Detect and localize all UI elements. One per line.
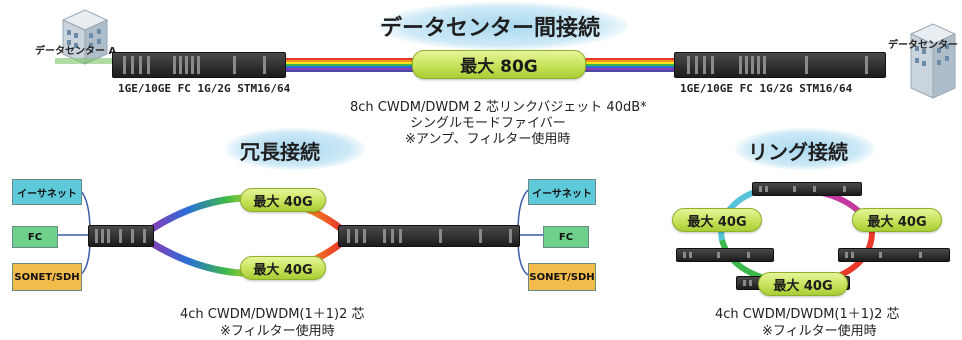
top-title: データセンター間接続 [380, 16, 601, 41]
title-cloud-top [378, 2, 628, 50]
device-redundant-right [338, 225, 520, 247]
building-b-icon [909, 23, 957, 99]
ring-fiber [718, 187, 875, 285]
ring-title: リング接続 [748, 140, 848, 164]
building-a-icon [55, 9, 115, 65]
redundant-right-ethernet-box: イーサネット [528, 179, 596, 205]
device-ring-left [676, 248, 774, 262]
ring-caption-line1: 4ch CWDM/DWDM(1＋1)2 芯 [715, 307, 900, 322]
redundant-right-sonet-box: SONET/SDH [528, 263, 596, 291]
site-a-label: データセンター A [35, 46, 117, 57]
title-cloud-redundant [225, 128, 365, 170]
device-ring-top [752, 182, 862, 196]
interfaces-right: 1GE/10GE FC 1G/2G STM16/64 [680, 82, 853, 95]
ring-capacity-left: 最大 40G [672, 208, 762, 232]
redundant-left-fc-box: FC [12, 226, 58, 248]
device-redundant-left [88, 225, 154, 247]
interfaces-left: 1GE/10GE FC 1G/2G STM16/64 [118, 82, 291, 95]
device-top-left [112, 52, 286, 78]
redundant-left-ethernet-box: イーサネット [12, 179, 82, 205]
ring-capacity-right: 最大 40G [852, 208, 942, 232]
top-capacity-badge: 最大 80G [412, 50, 586, 79]
ring-capacity-bottom: 最大 40G [758, 272, 848, 296]
ring-caption-line2: ※フィルター使用時 [762, 324, 877, 339]
redundant-left-sonet-box: SONET/SDH [12, 263, 82, 291]
redundant-capacity-bottom: 最大 40G [240, 256, 326, 280]
redundant-right-fc-box: FC [543, 226, 589, 248]
redundant-caption-line2: ※フィルター使用時 [220, 324, 335, 339]
top-caption-line2: シングルモードファイバー [410, 116, 566, 131]
redundant-capacity-top: 最大 40G [240, 188, 326, 212]
redundant-caption-line1: 4ch CWDM/DWDM(1＋1)2 芯 [180, 307, 365, 322]
redundant-title: 冗長接続 [240, 140, 320, 164]
top-caption-line1: 8ch CWDM/DWDM 2 芯リンクバジェット 40dB* [350, 100, 647, 115]
site-b-label: データセンター B [888, 40, 962, 51]
device-top-right [674, 52, 886, 78]
title-cloud-ring [735, 128, 875, 170]
device-ring-right [838, 248, 950, 262]
top-caption-line3: ※アンプ、フィルター使用時 [405, 132, 571, 147]
